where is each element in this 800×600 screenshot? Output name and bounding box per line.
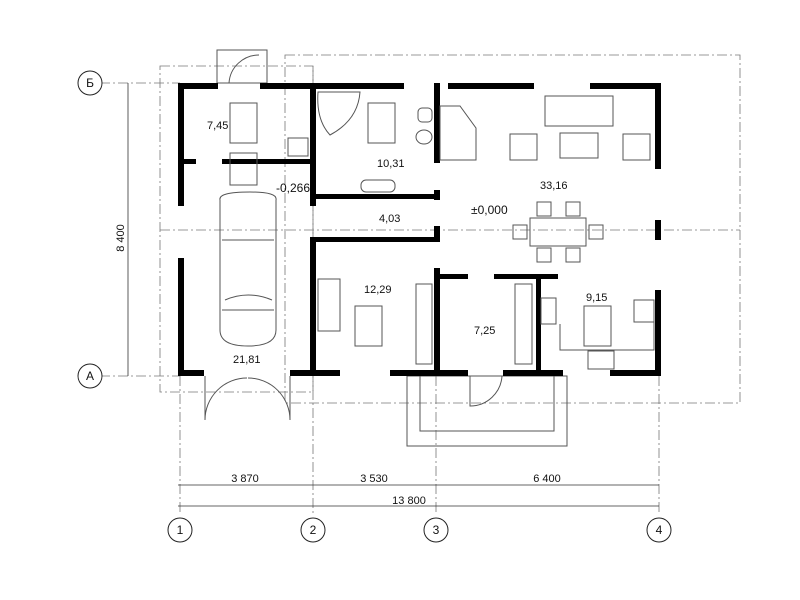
fridge-icon: [633, 299, 655, 323]
dimension-lines: 3 870 3 530 6 400 13 800 8 400: [115, 83, 659, 507]
furniture: [219, 91, 655, 370]
coffee-table-icon: [559, 132, 599, 159]
room-area-garage: 21,81: [233, 354, 261, 366]
armchair-icon: [509, 133, 538, 161]
desk-icon: [317, 278, 341, 332]
stove-icon: [540, 297, 557, 325]
sink-icon: [287, 137, 309, 157]
room-area-kitchen: 9,15: [586, 292, 607, 304]
bed-icon: [367, 102, 396, 144]
bed-icon: [229, 152, 258, 186]
dining-table-icon: [529, 217, 587, 247]
roof-outline: [159, 54, 741, 404]
room-area-corridor: 4,03: [379, 213, 400, 225]
armchair-icon: [622, 133, 651, 161]
total-dimension: 13 800: [392, 495, 426, 507]
span-dimension: 6 400: [533, 473, 561, 485]
sofa-icon: [544, 95, 614, 127]
bed-icon: [229, 102, 258, 144]
axis-label-b: Б: [86, 76, 94, 90]
room-area-office: 12,29: [364, 284, 392, 296]
axis-label-1: 1: [177, 523, 184, 537]
axis-label-a: А: [86, 369, 94, 383]
axis-label-4: 4: [656, 523, 663, 537]
porches: [204, 49, 568, 447]
span-dimension: 3 530: [360, 473, 388, 485]
span-dimension: 3 870: [231, 473, 259, 485]
wardrobe-icon: [415, 283, 433, 365]
wardrobe-icon: [514, 283, 533, 365]
room-area-living: 33,16: [540, 180, 568, 192]
toilet-icon: [415, 129, 433, 145]
axis-label-2: 2: [310, 523, 317, 537]
double-sink-icon: [360, 179, 396, 193]
toilet-icon: [417, 107, 433, 123]
bed-icon: [354, 305, 383, 347]
bathtub-icon: [317, 91, 361, 136]
floor-level: ±0,000: [471, 203, 508, 217]
room-area-bathroom: 10,31: [377, 158, 405, 170]
height-dimension: 8 400: [115, 224, 127, 252]
axis-markers: 1 2 3 4 Б А: [77, 70, 672, 543]
bed-icon: [583, 305, 612, 347]
walls: [178, 83, 661, 376]
garage-level: -0,266: [276, 181, 310, 195]
room-area-bedroom-small: 7,45: [207, 120, 228, 132]
kitchen-sink-icon: [587, 350, 615, 370]
room-area-hall: 7,25: [474, 325, 495, 337]
car-icon: [219, 191, 277, 347]
axis-label-3: 3: [433, 523, 440, 537]
stairs-icon: [439, 105, 477, 161]
room-labels: 7,45 21,81 -0,266 10,31 4,03 33,16 ±0,00…: [207, 120, 607, 366]
